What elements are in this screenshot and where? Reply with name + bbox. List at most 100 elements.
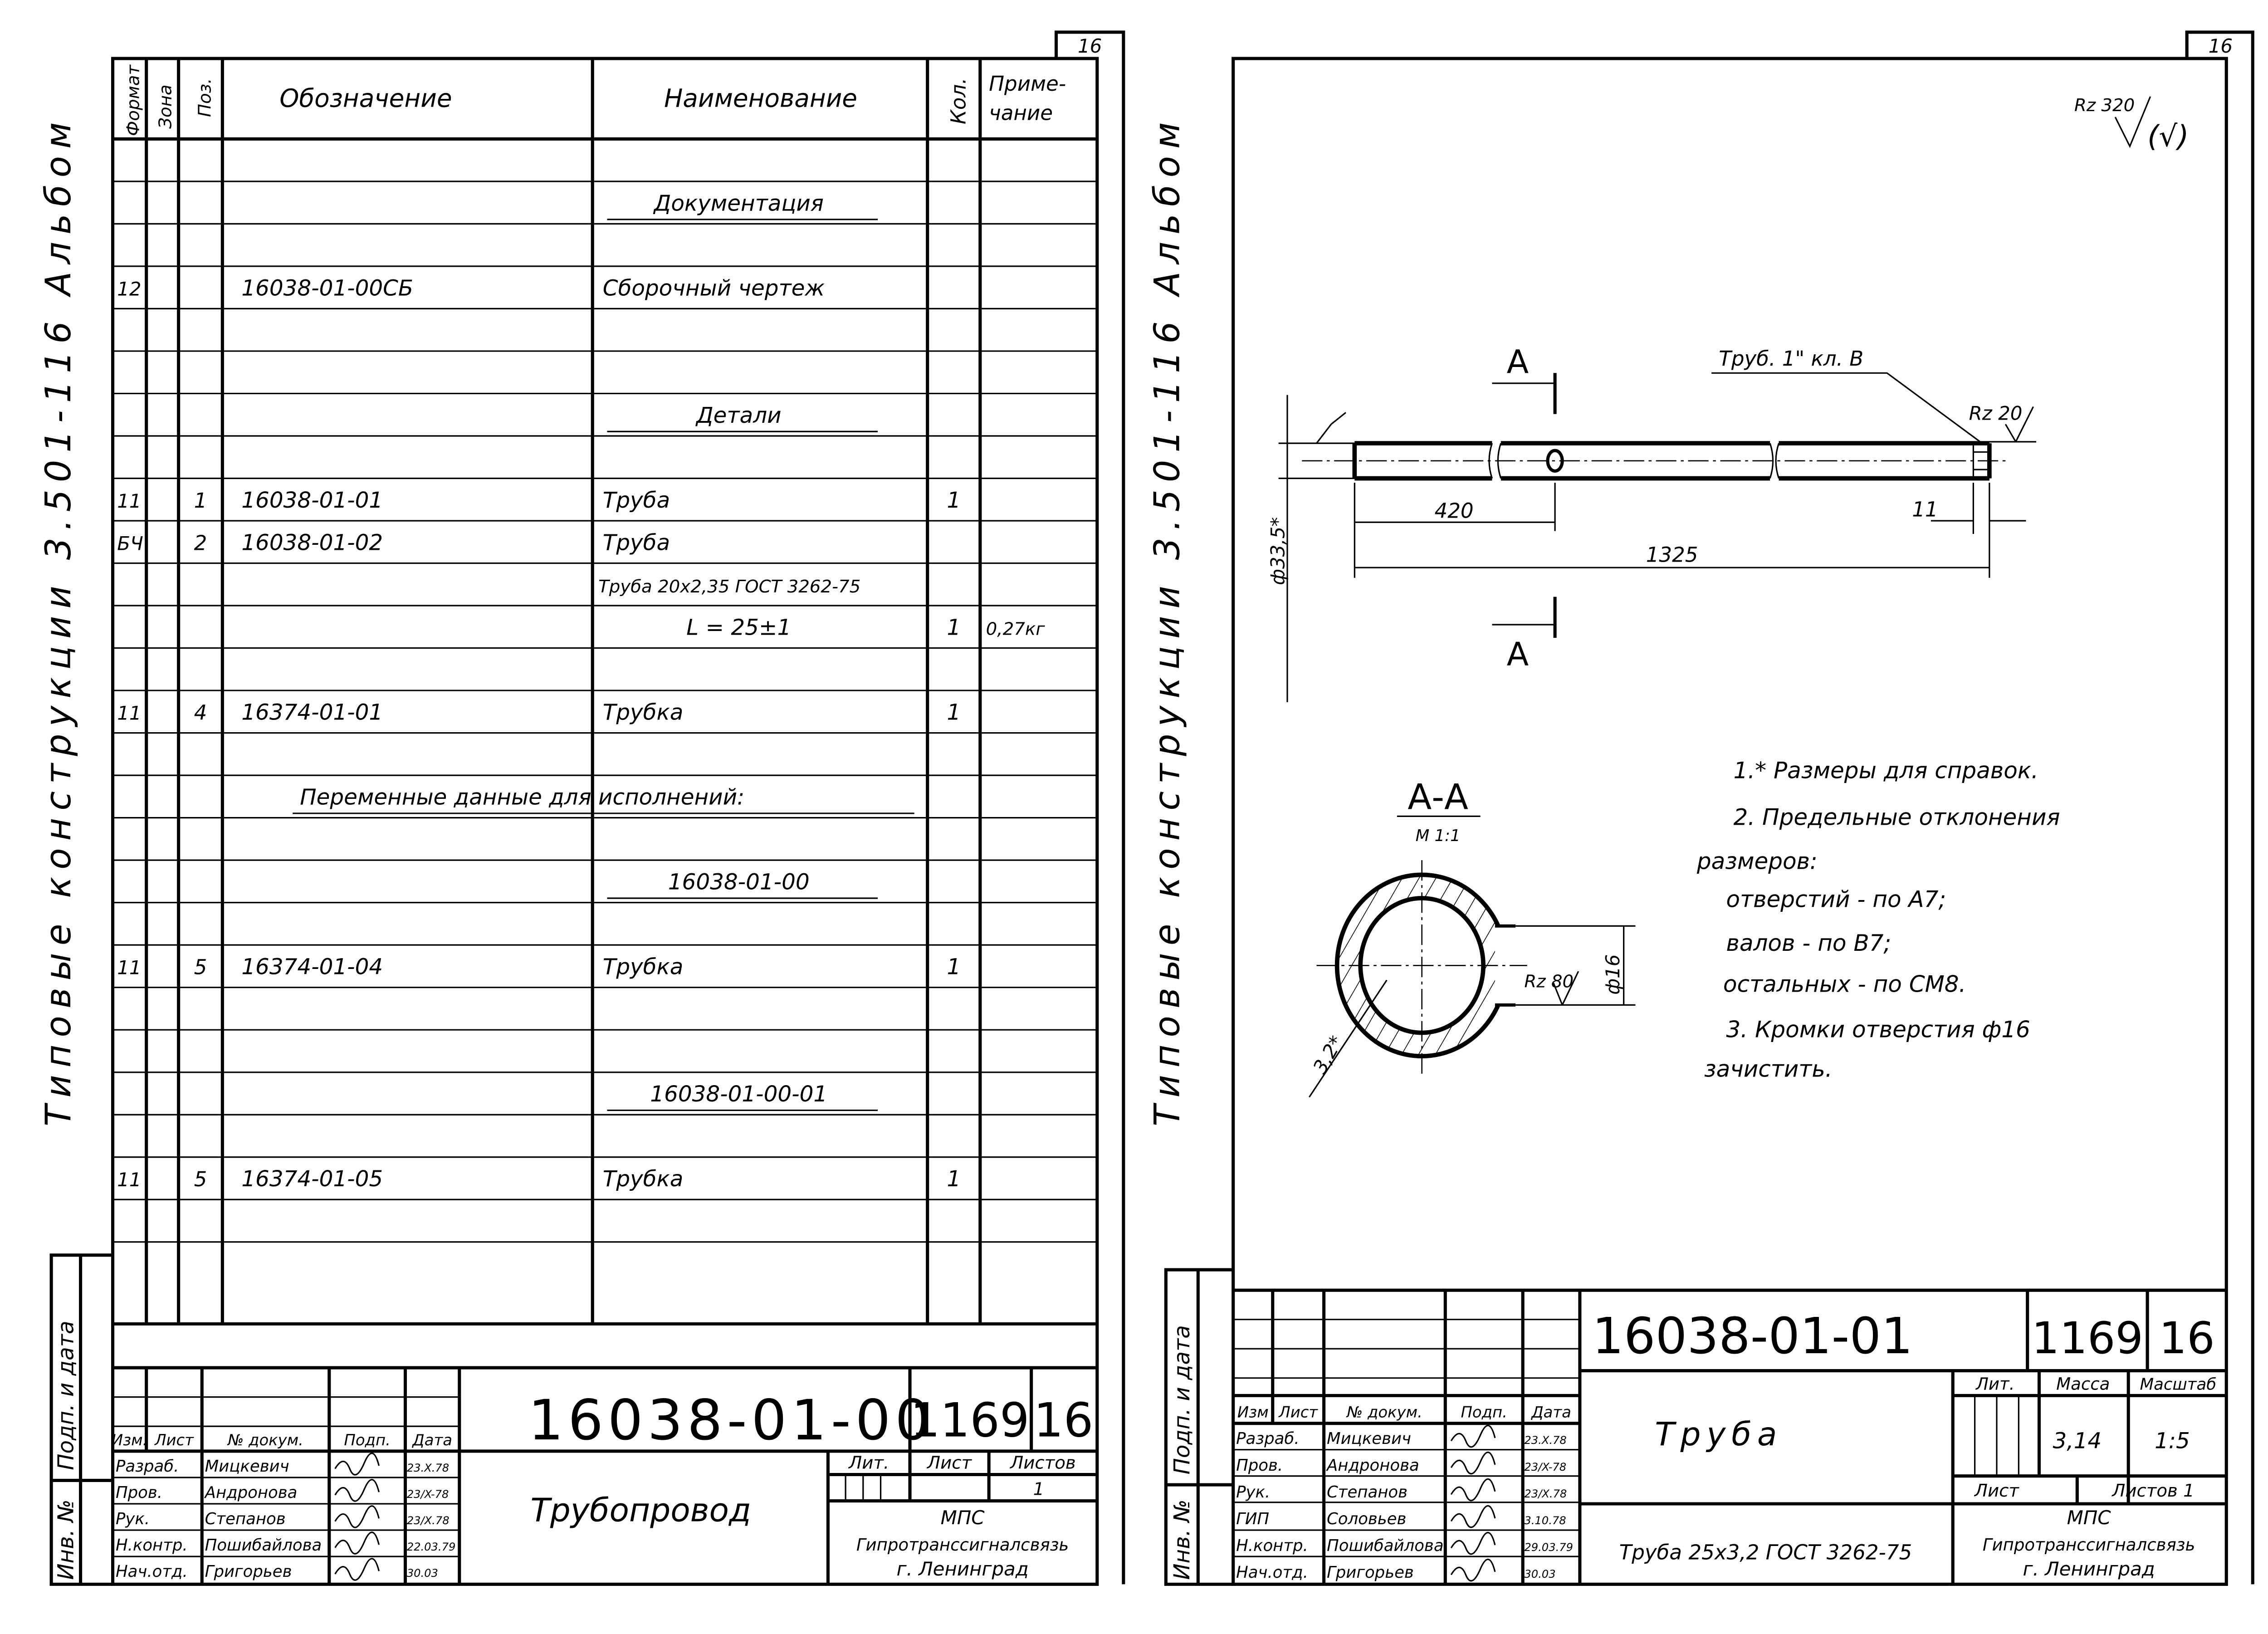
left-sheet-label: Лист	[926, 1453, 973, 1473]
section-title: А-А	[1408, 777, 1468, 817]
roughness-hole: Rz 80	[1524, 972, 1574, 992]
tb-date: 29.03.79	[1524, 1541, 1573, 1554]
left-org-line2: Гипротранссигналсвязь	[856, 1535, 1069, 1555]
tb-name: Степанов	[205, 1510, 286, 1528]
cell-format: 11	[117, 1169, 141, 1191]
tb-role: Разраб.	[1236, 1429, 1299, 1448]
tb-date: 23/X-78	[407, 1488, 449, 1501]
signature-row: Нач.отд. Григорьев 30.03	[116, 1558, 438, 1581]
handwritten-signature	[1450, 1505, 1496, 1528]
note-line: отверстий - по А7;	[1726, 886, 1946, 912]
tb-date: 23/X.78	[1524, 1487, 1567, 1500]
left-sheet-number: 16	[1034, 1394, 1093, 1448]
section-mark-bottom: А	[1507, 636, 1529, 673]
right-sheet-number: 16	[2159, 1312, 2215, 1364]
signature-row: Н.контр. Пошибайлова 22.03.79	[116, 1531, 456, 1555]
header-note-line1: Приме-	[989, 72, 1066, 96]
cell-name: 16038-01-00-01	[650, 1081, 827, 1107]
tb-role: Н.контр.	[1236, 1536, 1308, 1555]
cell-format: 11	[117, 957, 141, 979]
thread-label: Труб. 1" кл. В	[1719, 347, 1863, 371]
cell-name: Документация	[653, 191, 824, 216]
left-org-line3: г. Ленинград	[896, 1558, 1028, 1580]
tb-role: Рук.	[116, 1510, 150, 1528]
technical-notes: 1.* Размеры для справок.2. Предельные от…	[1696, 758, 2060, 1082]
tb-name: Григорьев	[1327, 1563, 1414, 1582]
right-stamp-sign-date: Подп. и дата	[1169, 1325, 1195, 1474]
tb-date: 23/X-78	[1524, 1461, 1566, 1473]
note-line: зачистить.	[1704, 1056, 1833, 1082]
tb-name: Мицкевич	[1327, 1429, 1411, 1448]
cell-pos: 4	[194, 701, 207, 725]
header-pos: Поз.	[195, 78, 215, 117]
handwritten-signature	[1450, 1531, 1496, 1555]
cell-name: Труба	[603, 488, 670, 513]
spec-row: 16038-01-00	[112, 859, 1097, 899]
cell-pos: 5	[194, 1167, 207, 1191]
cell-name: Трубка	[603, 1166, 684, 1192]
handwritten-signature	[1450, 1558, 1496, 1582]
tb-date: 22.03.79	[407, 1541, 456, 1553]
handwritten-signature	[334, 1531, 380, 1555]
cell-designation: 16038-01-02	[241, 530, 383, 555]
cell-designation: 16038-01-01	[241, 488, 383, 513]
tb-role: Н.контр.	[116, 1536, 188, 1555]
tb-role: Рук.	[1236, 1483, 1270, 1502]
tb-role: Нач.отд.	[116, 1562, 188, 1581]
roughness-paren: (√)	[2147, 119, 2189, 153]
roughness-check-icon	[2114, 96, 2151, 148]
tb-col-header: № докум.	[1346, 1404, 1422, 1421]
note-line: размеров:	[1696, 848, 1818, 874]
left-lit-label: Лит.	[848, 1453, 889, 1473]
tb-name: Григорьев	[205, 1562, 292, 1581]
cell-designation: 16374-01-04	[241, 954, 383, 980]
right-album-number: 1169	[2032, 1312, 2143, 1364]
spec-header: Формат Зона Поз. Обозначение Наименовани…	[123, 64, 1066, 136]
cell-name: Трубка	[603, 954, 684, 980]
tb-name: Мицкевич	[205, 1457, 289, 1476]
dim-1325: 1325	[1646, 543, 1698, 567]
right-org-line1: МПС	[2067, 1507, 2112, 1529]
tb-name: Пошибайлова	[205, 1536, 322, 1555]
tb-role: Пров.	[116, 1483, 162, 1502]
dim-hole: ф16	[1602, 954, 1624, 995]
spec-row: 16038-01-00-01	[112, 1071, 1097, 1111]
cell-name: L = 25±1	[686, 615, 791, 641]
tb-col-header: № докум.	[227, 1431, 303, 1449]
tb-date: 3.10.78	[1524, 1514, 1566, 1527]
right-doc-number: 16038-01-01	[1592, 1307, 1913, 1365]
tb-date: 30.03	[407, 1567, 438, 1580]
dim-420: 420	[1435, 499, 1474, 523]
note-line: валов - по В7;	[1726, 930, 1891, 956]
handwritten-signature	[1450, 1478, 1496, 1502]
note-line: остальных - по СМ8.	[1723, 971, 1966, 997]
tb-col-header: Дата	[1530, 1404, 1571, 1421]
left-org-line1: МПС	[941, 1507, 985, 1529]
header-designation: Обозначение	[279, 83, 452, 113]
header-name: Наименование	[664, 83, 857, 113]
cell-format: БЧ	[117, 532, 143, 554]
cell-name: Сборочный чертеж	[603, 275, 825, 301]
cell-pos: 1	[194, 489, 207, 513]
cell-name: Детали	[695, 403, 782, 428]
cell-pos: 5	[194, 955, 207, 979]
right-lit-label: Лит.	[1975, 1374, 2014, 1394]
header-qty: Кол.	[947, 78, 971, 124]
handwritten-signature	[334, 1505, 380, 1528]
note-line: 3. Кромки отверстия ф16	[1726, 1016, 2030, 1042]
section-mark-top: А	[1507, 343, 1529, 381]
right-org-line2: Гипротранссигналсвязь	[1983, 1535, 2195, 1555]
right-stamp-inv-no: Инв. №	[1169, 1499, 1195, 1580]
